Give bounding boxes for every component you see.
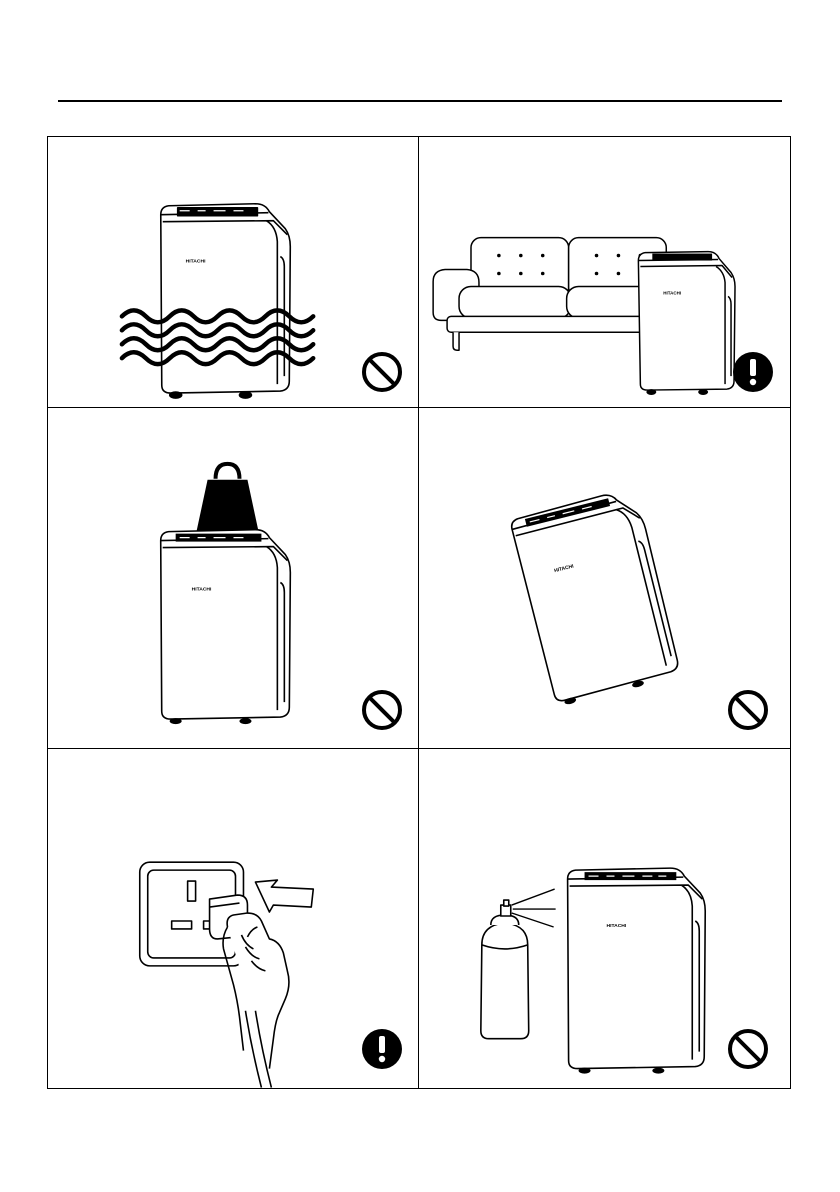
mandatory-icon xyxy=(361,1028,403,1070)
brand-mark: HITACHI xyxy=(186,259,206,265)
mandatory-icon xyxy=(732,351,774,393)
safety-illustration-grid: HITACHI xyxy=(47,136,791,1089)
prohibited-icon xyxy=(727,689,769,731)
panel-weight: HITACHI xyxy=(48,408,419,749)
prohibited-icon xyxy=(361,351,403,393)
brand-mark: HITACHI xyxy=(663,290,681,295)
brand-mark: HITACHI xyxy=(606,923,626,929)
prohibited-icon xyxy=(361,689,403,731)
panel-sofa: HITACHI xyxy=(419,137,790,408)
header-rule xyxy=(58,100,782,102)
brand-mark: HITACHI xyxy=(192,586,212,592)
prohibited-icon xyxy=(727,1028,769,1070)
panel-water: HITACHI xyxy=(48,137,419,408)
panel-unplug xyxy=(48,749,419,1088)
panel-tilt: HITACHI xyxy=(419,408,790,749)
panel-spray: HITACHI xyxy=(419,749,790,1088)
